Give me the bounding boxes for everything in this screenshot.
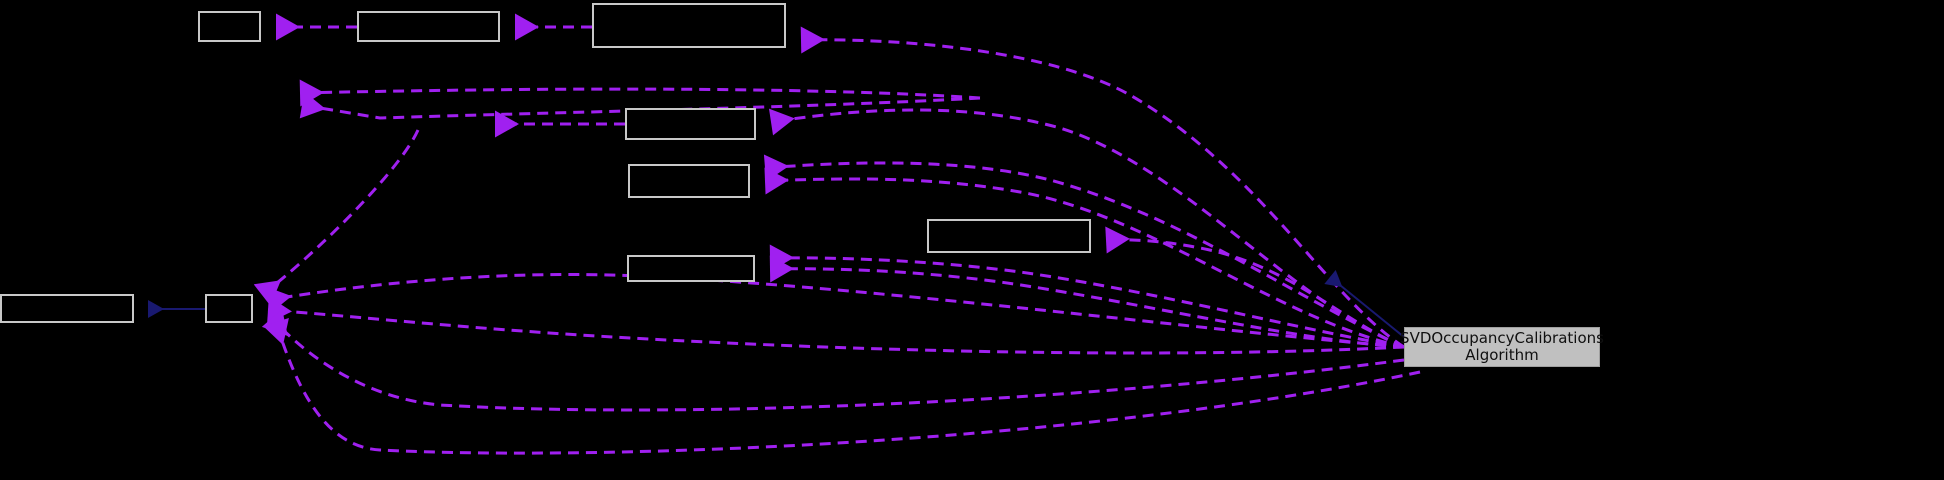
graph-node-8[interactable] [0,294,134,323]
graph-node-10-label: SVDOccupancyCalibrations Algorithm [1400,328,1604,364]
edge-n10-n6 [1105,226,1405,349]
edge-n10-n3 [800,26,1405,349]
edge-n10-n7-b [769,255,1405,349]
edge-n10-n9-c [261,309,1405,412]
edge-n10-n7-a [769,244,1405,349]
usage-edges [253,13,1421,455]
edge-n10-inherit [1324,270,1405,338]
graph-node-2[interactable] [357,11,500,42]
graph-node-9[interactable] [205,294,253,323]
edge-n3-left-a [299,79,981,107]
edge-n9-n4 [253,129,420,306]
graph-node-3[interactable] [592,3,786,48]
graph-node-1[interactable] [198,11,261,42]
edge-n10-n9-d [263,318,1421,455]
inheritance-edges [148,270,1405,338]
edge-n10-n5-b [764,167,1405,349]
edge-n10-n5-a [763,154,1405,349]
edge-n10-n9-b [267,296,1405,355]
edge-n10-n4 [768,108,1405,349]
graph-node-7[interactable] [627,255,755,282]
graph-node-6[interactable] [927,219,1091,253]
graph-node-5[interactable] [628,164,750,198]
edge-n10-n9-a [265,272,1405,349]
graph-node-svd-occupancy-calibrations-algorithm[interactable]: SVDOccupancyCalibrations Algorithm [1400,327,1604,367]
graph-node-4[interactable] [625,108,756,140]
